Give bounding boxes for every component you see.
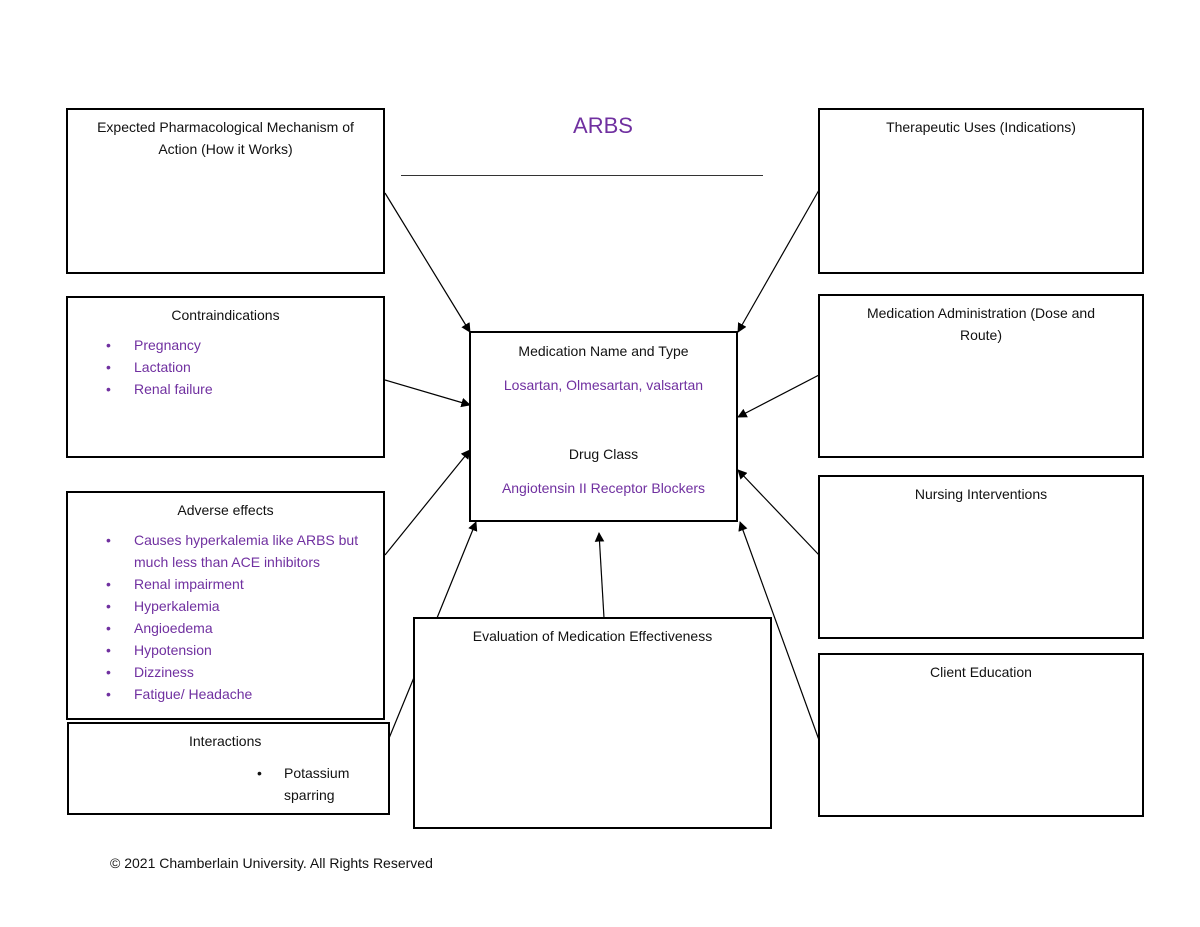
box-therapeutic-uses-title: Therapeutic Uses (Indications) [886,119,1076,135]
copyright-footer: © 2021 Chamberlain University. All Right… [110,855,433,871]
box-nursing: Nursing Interventions [818,475,1144,639]
medication-name: Losartan, Olmesartan, valsartan [503,377,704,393]
box-medication: Medication Name and Type Losartan, Olmes… [469,331,738,522]
box-administration-title: Medication Administration (Dose and Rout… [866,305,1095,343]
box-administration: Medication Administration (Dose and Rout… [818,294,1144,458]
interactions-list: Potassium sparring [69,762,388,806]
arrow-nursing [737,469,820,556]
list-item: Renal failure [68,378,383,400]
arrow-adverse-effects [384,449,471,556]
arrow-therapeutic-uses [737,189,820,333]
arrow-administration [737,374,820,418]
document-title: ARBS [573,113,633,138]
list-item: Hypotension [68,639,383,661]
adverse-effects-list: Causes hyperkalemia like ARBS but much l… [68,529,383,705]
box-contraindications-title: Contraindications [171,307,280,323]
arrow-client-education [738,521,820,741]
box-client-education-title: Client Education [930,664,1032,680]
list-item: Renal impairment [68,573,383,595]
list-item: Causes hyperkalemia like ARBS but much l… [68,529,383,573]
arrow-contraindications [384,379,471,408]
title-underline [401,175,763,176]
arrow-interactions [436,521,478,619]
box-interactions: Interactions Potassium sparring [67,722,390,815]
box-client-education: Client Education [818,653,1144,817]
list-item: Pregnancy [68,334,383,356]
list-item: Fatigue/ Headache [68,683,383,705]
list-item: Potassium sparring [69,762,388,806]
list-item: Hyperkalemia [68,595,383,617]
list-item: Lactation [68,356,383,378]
box-medication-title: Medication Name and Type [518,343,689,359]
list-item: Dizziness [68,661,383,683]
drug-class-label: Drug Class [568,446,639,462]
list-item: Angioedema [68,617,383,639]
arrow-mechanism [384,192,471,333]
box-interactions-title: Interactions [189,733,262,749]
contraindications-list: Pregnancy Lactation Renal failure [68,334,383,400]
box-mechanism: Expected Pharmacological Mechanism of Ac… [66,108,385,274]
box-contraindications: Contraindications Pregnancy Lactation Re… [66,296,385,458]
box-nursing-title: Nursing Interventions [914,486,1048,502]
box-evaluation: Evaluation of Medication Effectiveness [413,617,772,829]
drug-class-value: Angiotensin II Receptor Blockers [501,480,706,496]
box-mechanism-title: Expected Pharmacological Mechanism of Ac… [97,119,354,157]
box-adverse-effects: Adverse effects Causes hyperkalemia like… [66,491,385,720]
box-adverse-effects-title: Adverse effects [177,502,274,518]
box-therapeutic-uses: Therapeutic Uses (Indications) [818,108,1144,274]
arrow-interactions-line [384,674,416,749]
box-evaluation-title: Evaluation of Medication Effectiveness [472,628,713,644]
arrow-evaluation [594,532,605,619]
